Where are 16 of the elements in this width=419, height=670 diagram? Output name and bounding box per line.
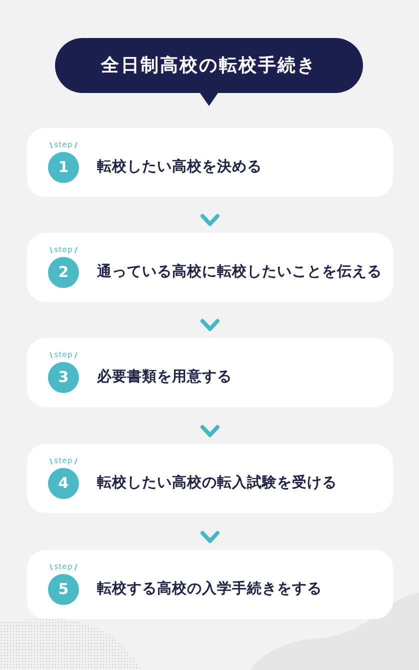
number-circle: 5 (48, 574, 79, 605)
step-text: 通っている高校に転校したいことを伝える (97, 262, 382, 282)
number-circle: 1 (48, 152, 79, 183)
step-text: 転校したい高校の転入試験を受ける (97, 474, 337, 492)
step-card (27, 338, 393, 407)
title-bubble: 全日制高校の転校手続き (55, 38, 363, 106)
number-circle: 3 (48, 362, 79, 393)
step-text: 転校する高校の入学手続きをする (97, 580, 322, 598)
step-card (27, 233, 393, 302)
step-card (27, 444, 393, 513)
number-circle: 4 (48, 468, 79, 499)
step-text: 必要書類を用意する (97, 368, 232, 386)
step-text: 転校したい高校を決める (97, 158, 262, 176)
step-card (27, 550, 393, 619)
step-card (27, 128, 393, 197)
number-circle: 2 (48, 257, 79, 288)
